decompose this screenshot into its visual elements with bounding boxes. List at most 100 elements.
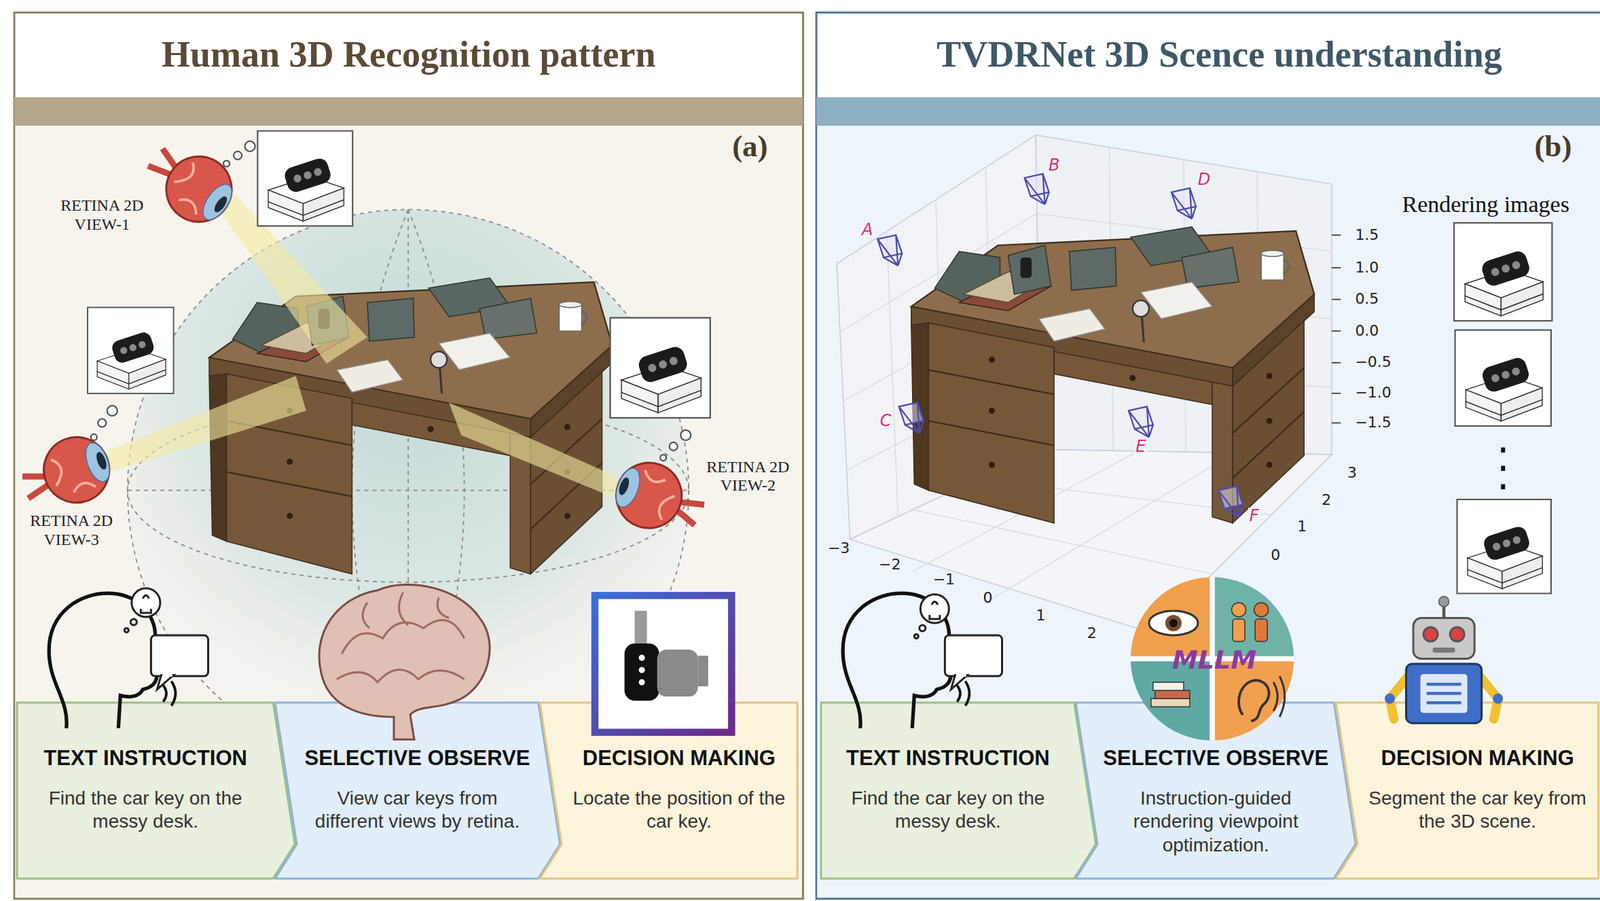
thought-bubbles: [91, 433, 98, 441]
eye: [13, 427, 119, 520]
thought-bubbles: [660, 454, 667, 461]
robot: [1406, 663, 1482, 723]
eye: [135, 130, 245, 235]
idea-bubble: [929, 601, 940, 619]
view-thumbnail: [87, 306, 174, 394]
ellipsis-dots: [1500, 446, 1505, 489]
chevron-outline: [821, 702, 1097, 879]
camera-label: C: [878, 412, 894, 429]
thought-bubbles: [91, 141, 692, 461]
panel: Human 3D Recognition patternTEXT INSTRUC…: [14, 12, 803, 898]
ellipsis-dots: [1500, 465, 1505, 472]
thought-bubbles: [97, 418, 106, 427]
view-sphere: [127, 209, 689, 771]
idea-bubble: [950, 675, 968, 690]
axes-3d: [1331, 234, 1342, 423]
box-body: Locate the position of the car key.: [569, 786, 788, 833]
stage-box: TEXT INSTRUCTIONFind the car key on the …: [819, 700, 1098, 880]
idea-bubble: [150, 634, 208, 676]
mllm-circle: [1130, 576, 1213, 659]
camera-label: E: [1134, 438, 1148, 455]
axis-tick: 0: [1270, 547, 1281, 563]
box-body: View car keys from different views by re…: [304, 786, 531, 833]
panel-b-ground: [816, 12, 1600, 898]
mllm-circle: [1209, 576, 1215, 740]
idea-bubble: [920, 594, 949, 623]
panel-b-ground: [816, 12, 1600, 898]
head-silhouette: [842, 592, 970, 729]
camera-label: D: [1196, 171, 1212, 188]
idea-bubble: [919, 624, 926, 631]
label: MLLM: [1172, 646, 1257, 673]
view-sphere: [127, 209, 689, 771]
label: (b): [1534, 128, 1572, 164]
thought-bubbles: [669, 442, 678, 451]
mllm-circle: [1254, 602, 1269, 617]
panel-b-ground: [817, 125, 1600, 898]
view-thumbnail: [610, 317, 711, 418]
ellipsis-dots: [1500, 446, 1505, 453]
idea-bubble: [131, 588, 161, 617]
camera-label: B: [1047, 156, 1061, 174]
camera-label: F: [1248, 507, 1261, 524]
robot: [1423, 626, 1438, 642]
idea-bubble: [914, 633, 919, 638]
mllm-circle: [1212, 576, 1294, 659]
mllm-circle: [1212, 658, 1294, 741]
hand-key-icon: [594, 594, 732, 732]
hand-key-icon: [698, 655, 709, 686]
label: (a): [732, 128, 768, 164]
axis-tick: 1.0: [1354, 260, 1379, 276]
axis-tick: 2: [1321, 492, 1332, 508]
mllm-circle: [1130, 658, 1213, 741]
stage-box: SELECTIVE OBSERVE Instruction-guided rend…: [1074, 700, 1357, 880]
axes-3d: [1331, 234, 1342, 236]
robot: [1426, 691, 1462, 695]
camera-marker: [899, 402, 924, 433]
brain: [319, 584, 490, 739]
hand-key-icon: [639, 666, 646, 674]
robot: [1442, 604, 1446, 619]
robot: [1384, 596, 1503, 723]
box-body: Segment the car key from the 3D scene.: [1365, 786, 1590, 833]
camera-marker: [1024, 173, 1050, 205]
chevron-outline: [16, 702, 295, 879]
axes-3d: [913, 509, 1213, 574]
box-heading: DECISION MAKING: [582, 745, 776, 771]
box-body: Find the car key on the messy desk.: [830, 786, 1067, 833]
chevron-outline: [539, 702, 798, 879]
view-thumbnail: [257, 131, 353, 227]
hand-key-icon: [634, 610, 648, 648]
box-body: Instruction-guided rendering viewpoint o…: [1105, 786, 1326, 856]
mllm-circle: [1273, 675, 1285, 717]
label: RETINA 2D VIEW-1: [50, 196, 153, 234]
axis-tick: 0.0: [1354, 323, 1379, 339]
axes-3d: [840, 147, 1332, 603]
chevron-outline: [275, 702, 561, 879]
chevron-outline: [1335, 702, 1599, 879]
robot: [1384, 693, 1395, 704]
axis-tick: 3: [1347, 465, 1357, 481]
axes-3d: [836, 135, 1341, 633]
robot: [1492, 693, 1503, 704]
stage-box: DECISION MAKINGSegment the car key from …: [1334, 700, 1600, 880]
hand-key-icon: [639, 654, 646, 661]
mllm-circle: [1151, 698, 1190, 707]
thought-bubbles: [107, 405, 118, 416]
camera-marker: [1218, 486, 1243, 517]
robot: [1449, 626, 1465, 642]
brain: [319, 584, 490, 739]
axis-tick: 1.5: [1354, 227, 1379, 243]
render-thumbnail: [1455, 330, 1552, 426]
panel-title: Human 3D Recognition pattern: [14, 12, 803, 98]
mllm-circle: [1232, 618, 1245, 642]
box-body: Find the car key on the messy desk.: [26, 786, 265, 833]
mllm-circle: [1169, 618, 1178, 627]
axis-tick: −3: [827, 540, 850, 556]
mllm-circle: [1130, 656, 1294, 662]
robot: [1426, 700, 1462, 705]
eye: [607, 452, 712, 545]
camera-marker: [877, 234, 902, 266]
hand-key-icon: [624, 643, 660, 701]
box-heading: SELECTIVE OBSERVE: [1102, 745, 1329, 771]
